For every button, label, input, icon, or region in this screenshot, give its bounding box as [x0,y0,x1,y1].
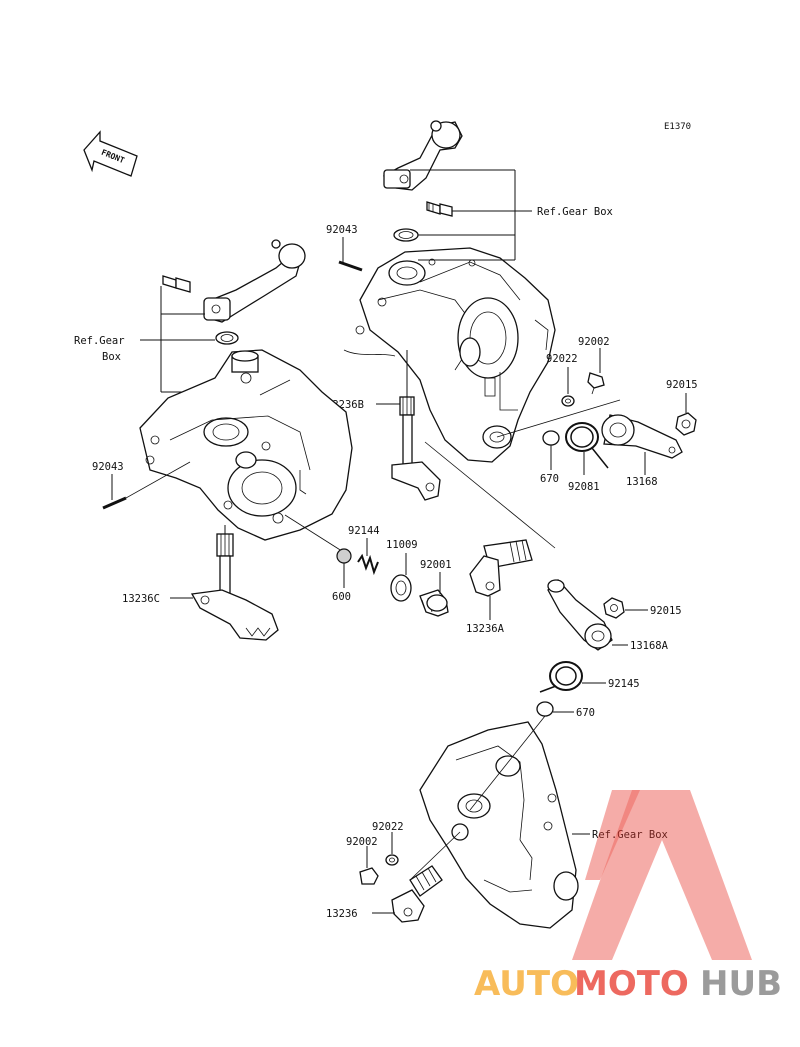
label-670-bottom: 670 [576,707,595,719]
label-600: 600 [332,591,351,603]
label-13236C: 13236C [122,593,160,605]
label-92015-mid: 92015 [650,605,682,617]
label-13168: 13168 [626,476,658,488]
label-ref-gear-box-bottom: Ref.Gear Box [592,829,668,841]
label-92043-top: 92043 [326,224,358,236]
label-ref-gear-left-1: Ref.Gear [74,335,125,347]
label-92043-left: 92043 [92,461,124,473]
assembly-line-1 [424,441,556,549]
spring-92081 [565,422,609,469]
nut-92015-mid [603,597,625,619]
label-11009: 11009 [386,539,418,551]
label-92145: 92145 [608,678,640,690]
ball-600 [336,548,352,564]
automotohub-watermark: AUTO MOTO HUB [474,790,782,1004]
label-92001: 92001 [420,559,452,571]
shaft-13236A [469,539,533,597]
lever-13168A [547,579,613,651]
shift-lever-left [203,239,306,323]
watermark-logo-inner-icon [585,790,640,880]
bottom-housing [419,721,579,929]
shaft-13236C [190,533,279,641]
label-ref-gear-box-top: Ref.Gear Box [537,206,613,218]
spring-92144 [357,553,379,576]
shaft-13236 [391,865,443,923]
washer-11009 [390,574,412,602]
washer-92022-bottom [385,854,399,866]
label-92002-top: 92002 [578,336,610,348]
label-92144: 92144 [348,525,380,537]
label-ref-gear-left-2: Box [102,351,121,363]
assembly-line-detent [284,514,346,554]
washer-92022-top [561,395,575,407]
oil-seal-left [215,331,239,345]
label-670-top: 670 [540,473,559,485]
label-92022-top: 92022 [546,353,578,365]
bolt-92002-top [587,372,605,395]
label-92022-bottom: 92022 [372,821,404,833]
watermark-auto: AUTO [474,964,579,1004]
shaft-13236B [391,396,441,501]
oil-seal-top [393,228,419,242]
label-92081: 92081 [568,481,600,493]
pin-92043-left [102,496,127,510]
front-arrow-icon: FRONT [83,130,138,177]
assembly-line-bottom-1 [469,715,546,811]
bolt-top [426,201,453,217]
right-housing [343,247,556,463]
assembly-line-left-pin [125,461,191,499]
label-13236: 13236 [326,908,358,920]
circlip-670-bottom [536,701,554,717]
pin-92043-top [338,260,363,272]
diagram-code: E1370 [664,122,691,132]
assembly-line-2 [496,399,621,438]
plug-92001 [419,589,449,617]
nut-92015-top [675,412,697,436]
label-13236A: 13236A [466,623,505,635]
bolt-92002-bottom [359,867,379,885]
watermark-logo-icon [572,790,752,960]
leader-lines-top [342,169,532,262]
watermark-moto: MOTO [574,964,689,1004]
bolt-left [162,275,191,293]
shift-lever-top [382,120,463,191]
lever-13168 [601,414,683,459]
watermark-hub: HUB [700,964,782,1004]
assembly-line-bottom-2 [409,831,461,881]
left-housing [139,349,353,541]
circlip-670-top [542,430,560,446]
label-92002-bottom: 92002 [346,836,378,848]
spring-92145 [539,661,583,693]
label-13168A: 13168A [630,640,669,652]
label-92015-top: 92015 [666,379,698,391]
